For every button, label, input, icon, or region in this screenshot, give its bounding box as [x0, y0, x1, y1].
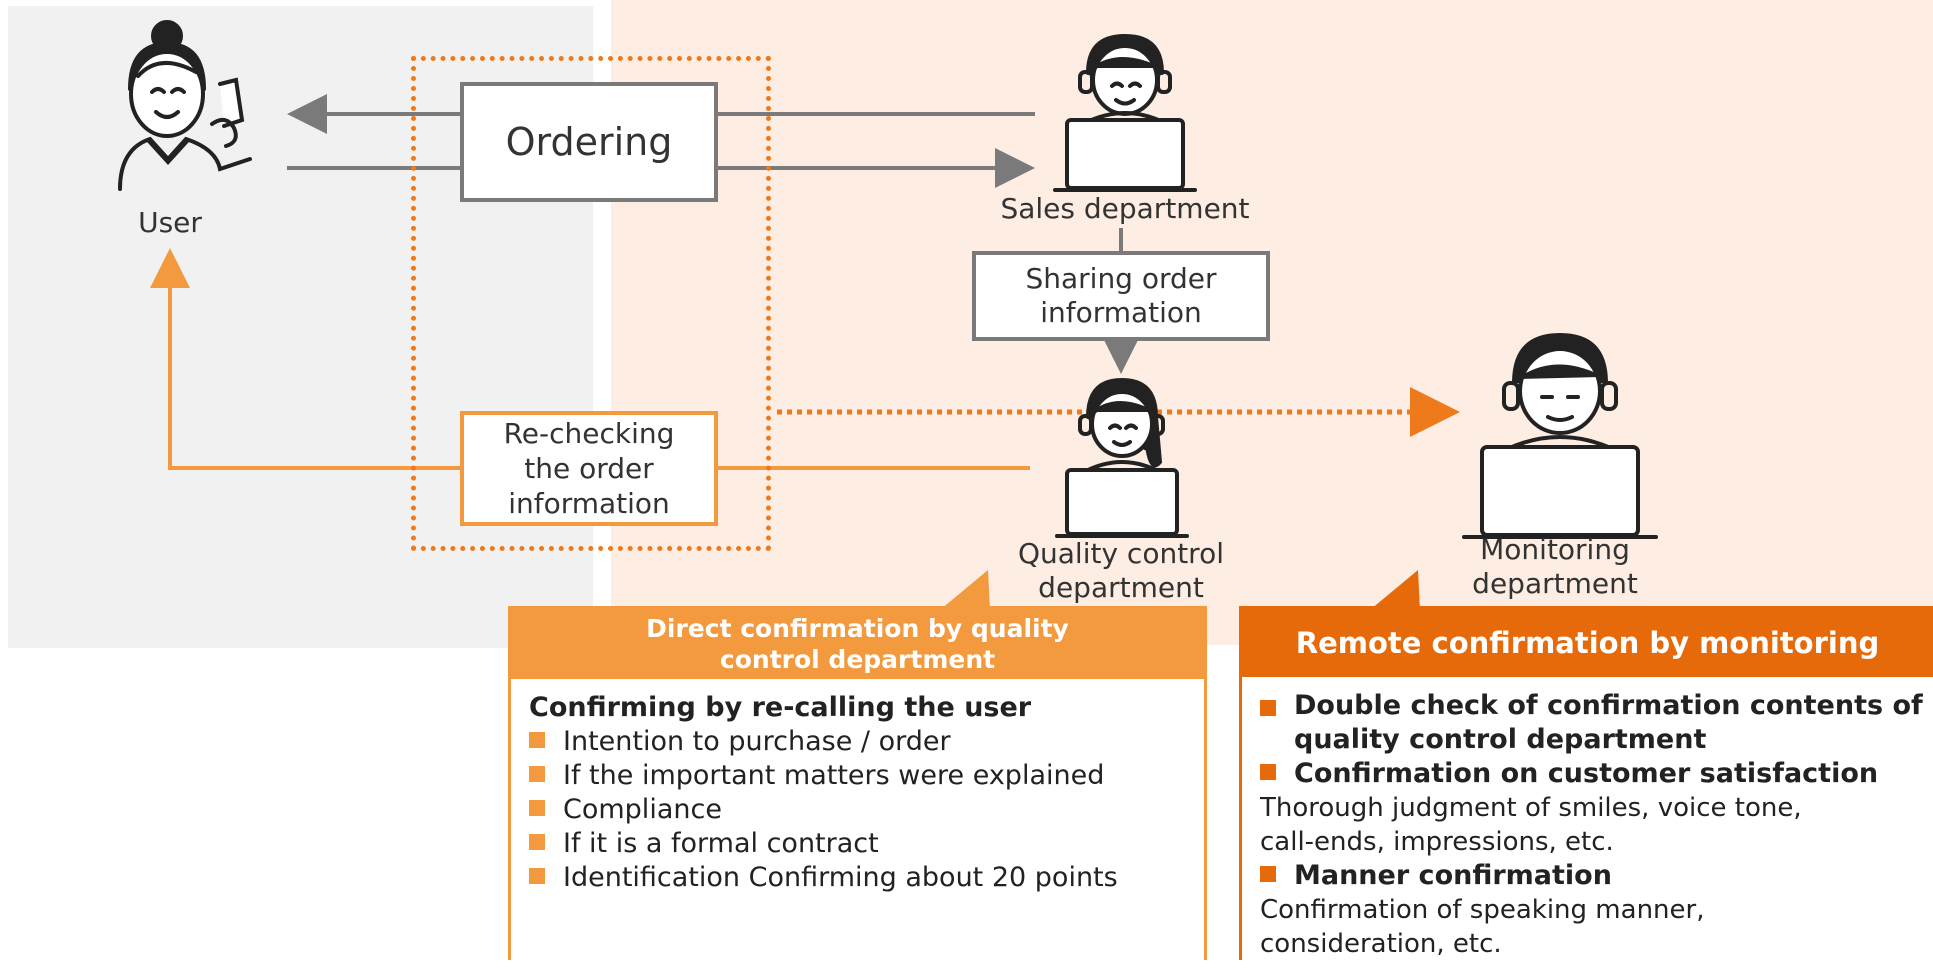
quality-confirmation-panel: Direct confirmation by quality control d… — [508, 606, 1207, 960]
quality-panel-heading: Confirming by re-calling the user — [529, 692, 1032, 723]
square-bullet-icon — [529, 765, 545, 782]
square-bullet-icon — [1260, 700, 1276, 716]
square-bullet-icon — [529, 833, 545, 850]
recheck-to-user-arrow — [150, 248, 1030, 470]
list-item: Intention to purchase / order — [529, 725, 1186, 759]
sharing-label: Sharing order information — [1025, 262, 1217, 329]
list-item: If the important matters were explained — [529, 759, 1186, 793]
department-region — [611, 0, 1933, 645]
list-item: Manner confirmation — [1260, 859, 1915, 893]
monitoring-label: Monitoring department — [1472, 533, 1638, 600]
quality-panel-header: Direct confirmation by quality control d… — [511, 609, 1204, 679]
rechecking-step: Re-checking the order information — [460, 411, 718, 526]
monitoring-panel-header: Remote confirmation by monitoring — [1242, 609, 1933, 677]
monitoring-panel-body: Double check of confirmation contents of… — [1242, 677, 1933, 973]
sales-label: Sales department — [1000, 192, 1250, 225]
user-contact-frame — [411, 56, 771, 551]
monitoring-panel-title: Remote confirmation by monitoring — [1295, 626, 1880, 660]
square-bullet-icon — [529, 867, 545, 884]
rechecking-label: Re-checking the order information — [503, 417, 675, 520]
callout-pointer-right — [1370, 570, 1420, 610]
user-label: User — [138, 206, 202, 239]
sales-operator-icon — [1053, 33, 1197, 192]
callout-pointer-left — [940, 570, 990, 610]
list-item: If it is a formal contract — [529, 827, 1186, 861]
quality-label: Quality control department — [1017, 537, 1224, 604]
monitoring-confirmation-panel: Remote confirmation by monitoring Double… — [1239, 606, 1933, 960]
square-bullet-icon — [1260, 865, 1276, 882]
quality-operator-icon — [1055, 377, 1189, 538]
sharing-step: Sharing order information — [972, 251, 1270, 341]
list-item: Double check of confirmation contents of… — [1260, 689, 1923, 757]
ordering-label: Ordering — [505, 120, 673, 164]
square-bullet-icon — [529, 731, 545, 748]
monitoring-operator-icon — [1462, 332, 1658, 539]
list-item-detail: Thorough judgment of smiles, voice tone,… — [1260, 793, 1802, 857]
list-item: Identification Confirming about 20 point… — [529, 861, 1186, 895]
list-item-detail: Confirmation of speaking manner, conside… — [1260, 895, 1705, 959]
user-on-phone-icon — [118, 20, 252, 191]
square-bullet-icon — [1260, 763, 1276, 780]
list-item: Compliance — [529, 793, 1186, 827]
list-item: Confirmation on customer satisfaction — [1260, 757, 1915, 791]
square-bullet-icon — [529, 799, 545, 816]
quality-panel-body: Confirming by re-calling the user Intent… — [511, 679, 1204, 907]
quality-panel-title: Direct confirmation by quality control d… — [646, 614, 1069, 674]
ordering-step: Ordering — [460, 82, 718, 202]
